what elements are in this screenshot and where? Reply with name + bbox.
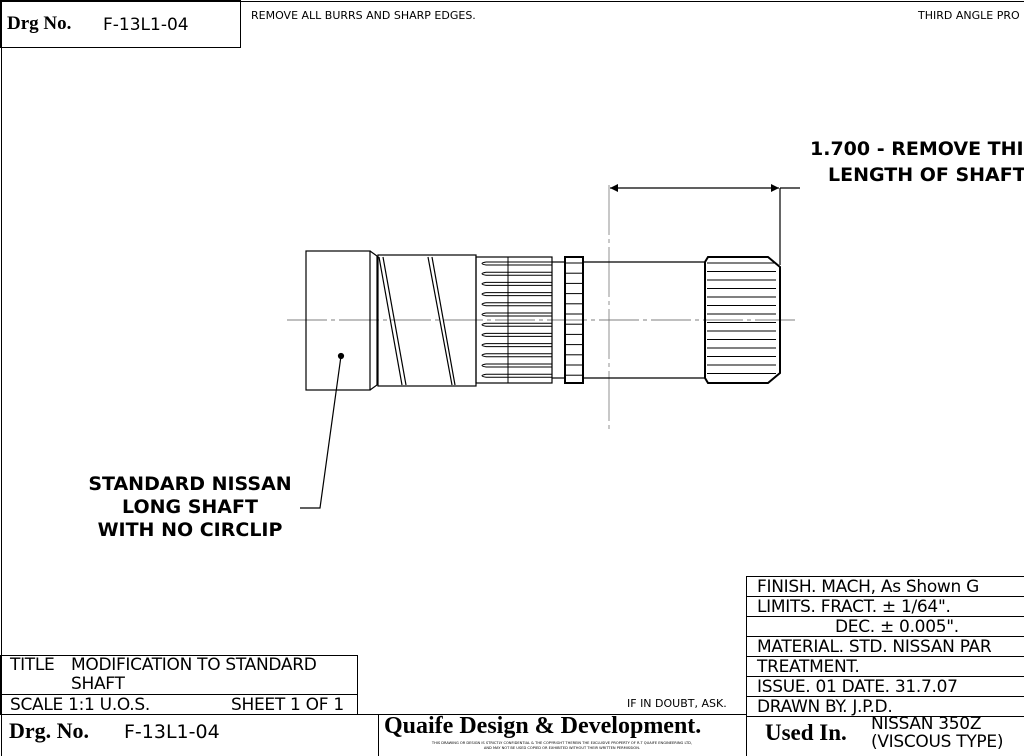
spline-tooth-tip bbox=[481, 261, 487, 266]
divider bbox=[0, 714, 746, 715]
spline-tooth-tip bbox=[481, 373, 487, 378]
issue-date-field: ISSUE. 01 DATE. 31.7.07 bbox=[757, 677, 958, 697]
title-line-1: MODIFICATION TO STANDARD bbox=[71, 655, 317, 675]
bottom-drg-value: F-13L1-04 bbox=[124, 721, 220, 743]
spline-tooth-tip bbox=[481, 353, 487, 358]
divider bbox=[746, 576, 747, 756]
callout-line-3: WITH NO CIRCLIP bbox=[97, 519, 283, 541]
burrs-note: REMOVE ALL BURRS AND SHARP EDGES. bbox=[251, 9, 476, 22]
top-drg-value: F-13L1-04 bbox=[103, 15, 189, 35]
material-field: MATERIAL. STD. NISSAN PAR bbox=[757, 637, 992, 657]
limits-dec-field: DEC. ± 0.005". bbox=[835, 617, 959, 637]
divider bbox=[0, 694, 358, 695]
confidential-line-2: AND MAY NOT BE USED COPIED OR EXHIBITED … bbox=[483, 746, 641, 750]
company-name: Quaife Design & Development. bbox=[384, 713, 702, 739]
spline-section bbox=[475, 256, 553, 384]
end-spline bbox=[704, 256, 781, 384]
divider bbox=[746, 696, 1024, 697]
helical-groove bbox=[378, 256, 456, 386]
callout-label: STANDARD NISSAN LONG SHAFT WITH NO CIRCL… bbox=[80, 473, 300, 542]
treatment-field: TREATMENT. bbox=[757, 657, 860, 677]
top-drg-label: Drg No. bbox=[7, 13, 72, 34]
used-in-label: Used In. bbox=[765, 720, 847, 745]
spline-tooth-tip bbox=[481, 363, 487, 368]
top-drawing-number-box bbox=[0, 0, 241, 48]
spline-tooth-tip bbox=[481, 332, 487, 337]
bottom-drg-label: Drg. No. bbox=[9, 718, 90, 743]
used-in-line-1: NISSAN 350Z bbox=[871, 714, 982, 734]
spline-tooth-tip bbox=[481, 281, 487, 286]
callout-line-1: STANDARD NISSAN bbox=[88, 473, 292, 495]
drawn-by-field: DRAWN BY. J.P.D. bbox=[757, 697, 893, 717]
divider bbox=[746, 676, 1024, 677]
projection-note: THIRD ANGLE PRO bbox=[918, 9, 1020, 22]
title-label: TITLE bbox=[10, 655, 55, 675]
spline-tooth-tip bbox=[481, 292, 487, 297]
spline-tooth-tip bbox=[481, 322, 487, 327]
frame-left bbox=[1, 0, 2, 756]
frame-top bbox=[0, 1, 1024, 2]
spline-tooth-tip bbox=[481, 343, 487, 348]
callout-line-2: LONG SHAFT bbox=[122, 496, 258, 518]
helical-section bbox=[377, 254, 477, 387]
divider bbox=[746, 656, 1024, 657]
dimension-label-1: 1.700 - REMOVE THIS bbox=[810, 138, 1024, 160]
spline-ring bbox=[564, 256, 584, 384]
confidential-line-1: THIS DRAWING OR DESIGN IS STRICTLY CONFI… bbox=[431, 741, 693, 745]
divider bbox=[746, 596, 1024, 597]
divider bbox=[746, 616, 1024, 617]
finish-field: FINISH. MACH, As Shown G bbox=[757, 577, 979, 597]
spline-tooth-tip bbox=[481, 302, 487, 307]
divider bbox=[746, 636, 1024, 637]
title-line-2: SHAFT bbox=[71, 674, 125, 694]
shaft-body bbox=[305, 250, 371, 391]
divider bbox=[746, 716, 1024, 717]
limits-fract-field: LIMITS. FRACT. ± 1/64". bbox=[757, 597, 951, 617]
used-in-line-2: (VISCOUS TYPE) bbox=[871, 732, 1004, 752]
divider bbox=[378, 714, 379, 756]
scale-label: SCALE 1:1 U.O.S. bbox=[10, 695, 151, 715]
doubt-note: IF IN DOUBT, ASK. bbox=[627, 697, 727, 710]
sheet-label: SHEET 1 OF 1 bbox=[231, 695, 344, 715]
dimension-label-2: LENGTH OF SHAFT bbox=[828, 164, 1024, 186]
shaft-chamfer-step bbox=[369, 250, 378, 391]
divider bbox=[746, 576, 1024, 577]
spline-tooth-tip bbox=[481, 312, 487, 317]
callout-leader bbox=[300, 355, 342, 509]
spline-tooth-tip bbox=[481, 271, 487, 276]
confidential-notice: THIS DRAWING OR DESIGN IS STRICTLY CONFI… bbox=[379, 741, 745, 751]
